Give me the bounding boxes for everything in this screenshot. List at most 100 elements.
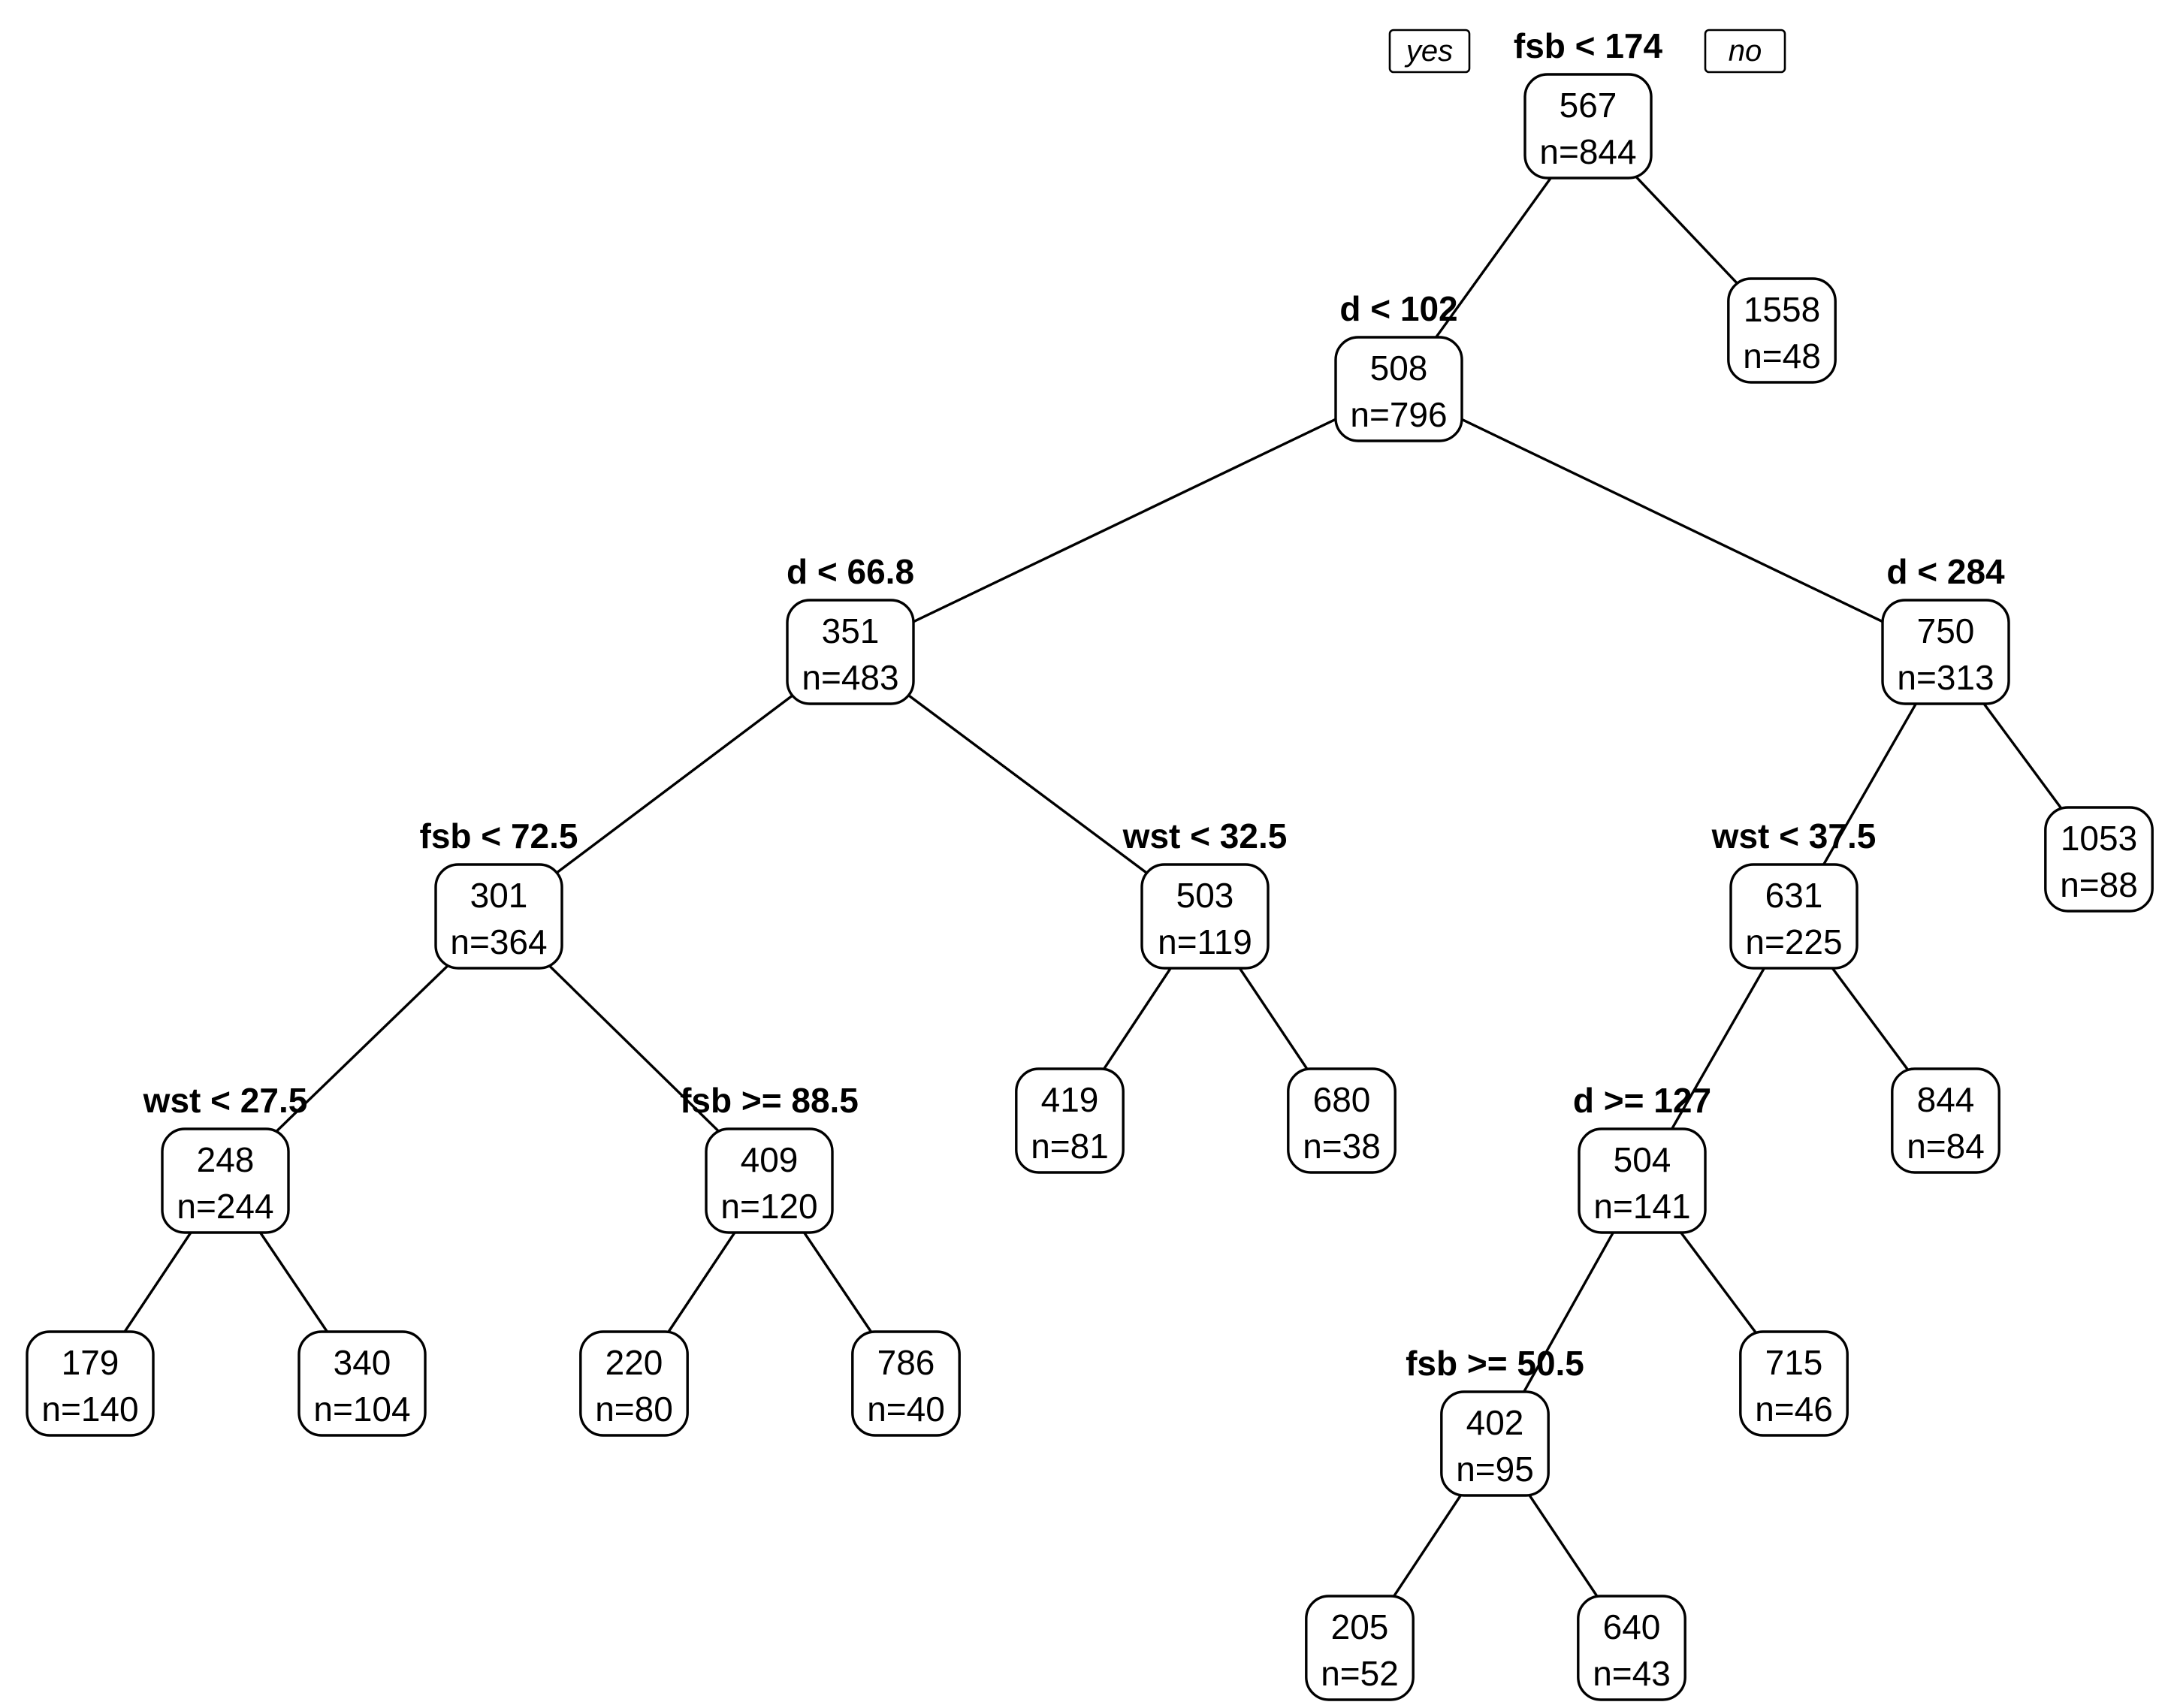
split-condition: fsb < 72.5 — [420, 816, 578, 856]
node-value: 409 — [741, 1140, 799, 1179]
node-box — [26, 1330, 155, 1437]
leaf-node: 340 n=104 — [297, 1330, 427, 1437]
node-count: n=38 — [1303, 1127, 1381, 1166]
node-count: n=844 — [1539, 132, 1636, 171]
leaf-node: 715 n=46 — [1739, 1330, 1849, 1437]
node-box — [1140, 863, 1270, 970]
node-value: 786 — [877, 1343, 935, 1382]
node-box — [1881, 599, 2010, 705]
node-count: n=364 — [450, 922, 547, 961]
node-value: 179 — [62, 1343, 119, 1382]
node-box — [1523, 73, 1653, 180]
split-condition: wst < 37.5 — [1711, 816, 1877, 856]
node-box — [161, 1127, 290, 1234]
node-box — [1440, 1390, 1550, 1497]
split-node: wst < 32.5 503 n=119 — [1122, 816, 1288, 970]
node-count: n=244 — [177, 1187, 273, 1226]
node-box — [1891, 1067, 2000, 1174]
split-condition: fsb < 174 — [1514, 26, 1663, 65]
node-value: 340 — [334, 1343, 391, 1382]
node-box — [297, 1330, 427, 1437]
node-count: n=140 — [41, 1390, 138, 1429]
split-node: d < 102 508 n=796 — [1334, 289, 1463, 442]
tree-edge — [850, 388, 1400, 653]
node-box — [1729, 863, 1859, 970]
leaf-node: 640 n=43 — [1577, 1595, 1686, 1701]
split-condition: d < 66.8 — [787, 552, 914, 591]
node-count: n=120 — [720, 1187, 817, 1226]
node-count: n=119 — [1158, 922, 1252, 961]
node-count: n=225 — [1745, 922, 1842, 961]
yes-label: yes — [1404, 35, 1453, 68]
split-condition: wst < 32.5 — [1122, 816, 1288, 856]
split-node: d >= 127 504 n=141 — [1573, 1081, 1711, 1234]
split-node: fsb < 72.5 301 n=364 — [420, 816, 578, 970]
tree-edge — [1398, 388, 1946, 653]
node-box — [1739, 1330, 1849, 1437]
node-count: n=141 — [1593, 1187, 1690, 1226]
leaf-node: 205 n=52 — [1305, 1595, 1415, 1701]
no-label: no — [1729, 35, 1762, 68]
node-box — [579, 1330, 689, 1437]
node-value: 301 — [470, 876, 528, 915]
split-node: d < 66.8 351 n=483 — [786, 552, 915, 705]
node-box — [1305, 1595, 1415, 1701]
node-count: n=104 — [313, 1390, 410, 1429]
node-count: n=40 — [867, 1390, 945, 1429]
node-count: n=88 — [2060, 865, 2138, 904]
node-value: 503 — [1176, 876, 1234, 915]
leaf-node: 1053 n=88 — [2044, 806, 2154, 913]
node-count: n=80 — [595, 1390, 673, 1429]
node-box — [1578, 1127, 1707, 1234]
node-value: 402 — [1466, 1403, 1524, 1442]
split-node: fsb < 174 567 n=844 — [1514, 26, 1663, 180]
split-condition: d < 102 — [1339, 289, 1457, 328]
leaf-node: 419 n=81 — [1015, 1067, 1125, 1174]
node-count: n=313 — [1897, 658, 1994, 697]
node-value: 504 — [1614, 1140, 1671, 1179]
node-value: 205 — [1331, 1607, 1389, 1646]
node-count: n=52 — [1321, 1654, 1399, 1693]
node-count: n=43 — [1593, 1654, 1671, 1693]
split-node: fsb >= 50.5 402 n=95 — [1406, 1344, 1584, 1497]
yes-no-legend: yes no — [1388, 29, 1786, 74]
node-box — [1727, 277, 1837, 384]
split-condition: wst < 27.5 — [143, 1081, 308, 1120]
node-value: 351 — [822, 611, 880, 650]
node-box — [1577, 1595, 1686, 1701]
node-box — [1015, 1067, 1125, 1174]
node-count: n=95 — [1456, 1450, 1534, 1489]
split-condition: fsb >= 50.5 — [1406, 1344, 1584, 1383]
node-count: n=483 — [802, 658, 898, 697]
node-box — [851, 1330, 961, 1437]
node-value: 567 — [1560, 86, 1617, 125]
node-box — [2044, 806, 2154, 913]
node-box — [1334, 336, 1463, 442]
node-value: 1053 — [2061, 819, 2137, 858]
yes-label-box — [1388, 29, 1471, 74]
node-value: 419 — [1041, 1080, 1099, 1119]
node-value: 844 — [1917, 1080, 1975, 1119]
node-box — [786, 599, 915, 705]
split-condition: fsb >= 88.5 — [680, 1081, 859, 1120]
node-count: n=796 — [1350, 395, 1447, 434]
node-value: 750 — [1917, 611, 1975, 650]
node-box — [705, 1127, 834, 1234]
node-value: 715 — [1765, 1343, 1823, 1382]
leaf-node: 179 n=140 — [26, 1330, 155, 1437]
node-count: n=81 — [1031, 1127, 1109, 1166]
node-value: 680 — [1313, 1080, 1371, 1119]
split-node: fsb >= 88.5 409 n=120 — [680, 1081, 859, 1234]
split-condition: d >= 127 — [1573, 1081, 1711, 1120]
node-value: 640 — [1603, 1607, 1661, 1646]
leaf-node: 786 n=40 — [851, 1330, 961, 1437]
node-count: n=46 — [1755, 1390, 1833, 1429]
node-value: 508 — [1370, 349, 1428, 388]
node-box — [434, 863, 563, 970]
